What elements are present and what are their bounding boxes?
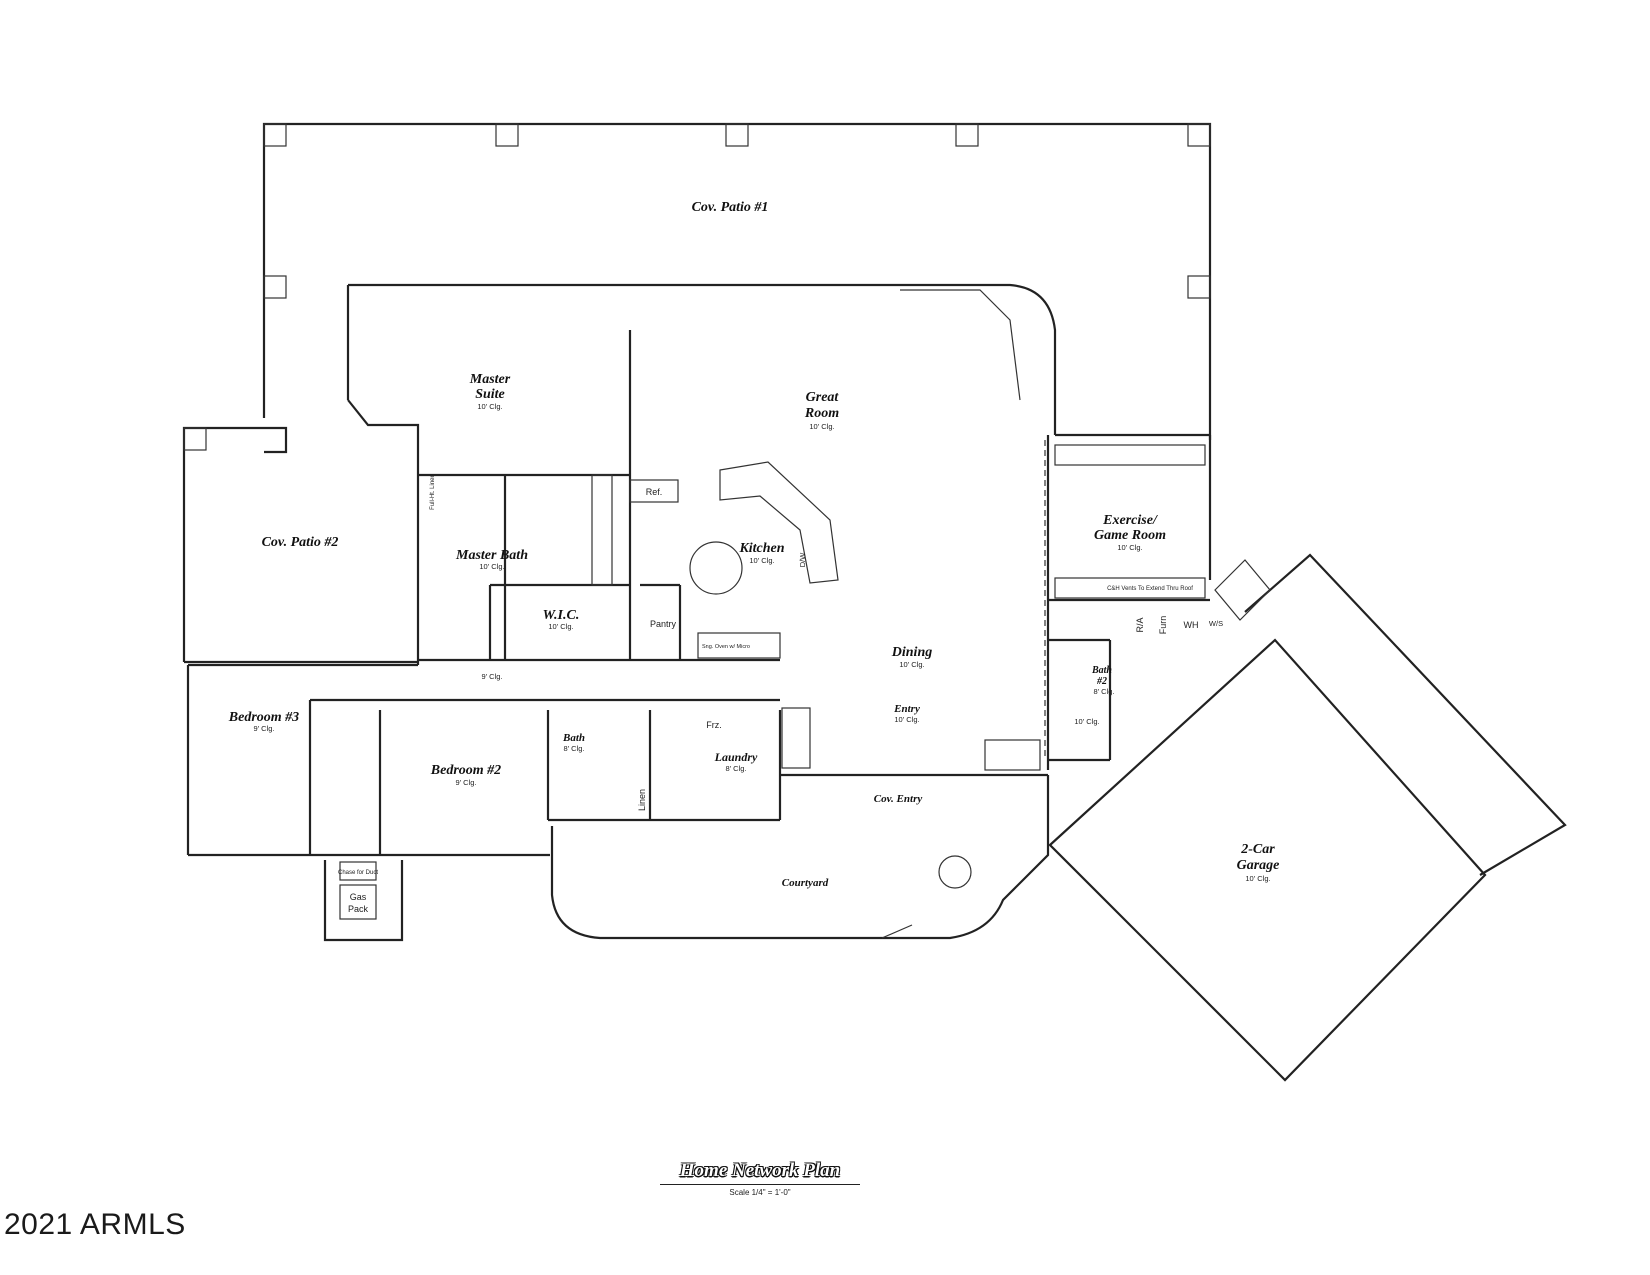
cov-patio-2-label: Cov. Patio #2: [262, 535, 339, 550]
cov-patio-1-walls: [262, 122, 1212, 440]
gas-pack-area: [323, 860, 404, 942]
bedroom2-label: Bedroom #2: [430, 763, 501, 778]
ra-label: R/A: [1135, 617, 1145, 632]
master-bath-label: Master Bath: [455, 548, 528, 563]
frz-label: Frz.: [706, 720, 722, 730]
dining-clg: 10' Clg.: [899, 660, 924, 669]
wic-clg: 10' Clg.: [548, 622, 573, 631]
kitchen-clg: 10' Clg.: [749, 556, 774, 565]
chase-label: Chase for Duct: [338, 870, 378, 876]
wic-label: W.I.C.: [543, 608, 580, 623]
exercise-label-1: Exercise/: [1102, 513, 1158, 528]
bath-label: Bath: [562, 732, 585, 744]
exercise-clg: 10' Clg.: [1117, 543, 1142, 552]
house-outer-walls: [346, 283, 1212, 770]
hall2-clg: 10' Clg.: [1074, 717, 1099, 726]
exercise-label-2: Game Room: [1094, 528, 1166, 543]
vents-note: C&H Vents To Extend Thru Roof: [1107, 586, 1193, 592]
kitchen-label: Kitchen: [738, 541, 784, 556]
ws-label: W/S: [1209, 619, 1223, 628]
gas-pack-label-1: Gas: [350, 892, 367, 902]
plan-title-rule: [660, 1184, 860, 1185]
laundry-clg: 8' Clg.: [725, 764, 746, 773]
scale-note: Scale 1/4" = 1'-0": [729, 1188, 791, 1197]
dw-label: D/W: [798, 552, 807, 568]
copyright-watermark: 2021 ARMLS: [4, 1208, 186, 1241]
master-suite-clg: 10' Clg.: [477, 402, 502, 411]
gas-pack-label-2: Pack: [348, 904, 369, 914]
ref-label: Ref.: [646, 487, 663, 497]
cov-entry-label: Cov. Entry: [874, 793, 923, 805]
dining-label: Dining: [891, 645, 932, 660]
hall-clg: 9' Clg.: [481, 672, 502, 681]
courtyard-walls: [550, 775, 1050, 940]
great-room-label-2: Room: [804, 406, 839, 421]
furn-label: Furn: [1158, 616, 1168, 635]
bath2-label-2: #2: [1096, 676, 1107, 687]
great-room-clg: 10' Clg.: [809, 422, 834, 431]
linen-label: Linen: [637, 789, 647, 811]
room-labels: Cov. Patio #1 Master Suite 10' Clg. Grea…: [228, 200, 1280, 914]
oven-label: Sng. Oven w/ Micro: [702, 644, 750, 650]
full-ht-linen-label: Full-Ht. Linen: [430, 474, 436, 510]
wh-label: WH: [1184, 620, 1199, 630]
bedroom3-clg: 9' Clg.: [253, 724, 274, 733]
bath2-clg: 8' Clg.: [1093, 687, 1114, 696]
courtyard-label: Courtyard: [782, 877, 829, 889]
kitchen-counters: [591, 461, 839, 659]
great-room-label-1: Great: [806, 390, 840, 405]
garage-clg: 10' Clg.: [1245, 874, 1270, 883]
bedroom3-label: Bedroom #3: [228, 710, 299, 725]
entry-label: Entry: [893, 703, 920, 715]
master-suite-label-2: Suite: [475, 387, 505, 402]
garage-label-1: 2-Car: [1240, 842, 1275, 857]
cov-patio-1-label: Cov. Patio #1: [692, 200, 769, 215]
garage-label-2: Garage: [1237, 858, 1280, 873]
master-bath-clg: 10' Clg.: [479, 562, 504, 571]
bath-clg: 8' Clg.: [563, 744, 584, 753]
bedroom2-clg: 9' Clg.: [455, 778, 476, 787]
entry-clg: 10' Clg.: [894, 715, 919, 724]
laundry-label: Laundry: [714, 750, 758, 764]
bath2-label-1: Bath: [1091, 665, 1112, 676]
pantry-label: Pantry: [650, 619, 677, 629]
plan-title: Home Network Plan: [679, 1160, 841, 1181]
garage-walls: [1048, 553, 1567, 1082]
master-suite-label-1: Master: [469, 372, 511, 387]
cov-patio-2-walls: [182, 426, 418, 664]
interior-walls: [186, 440, 1210, 857]
